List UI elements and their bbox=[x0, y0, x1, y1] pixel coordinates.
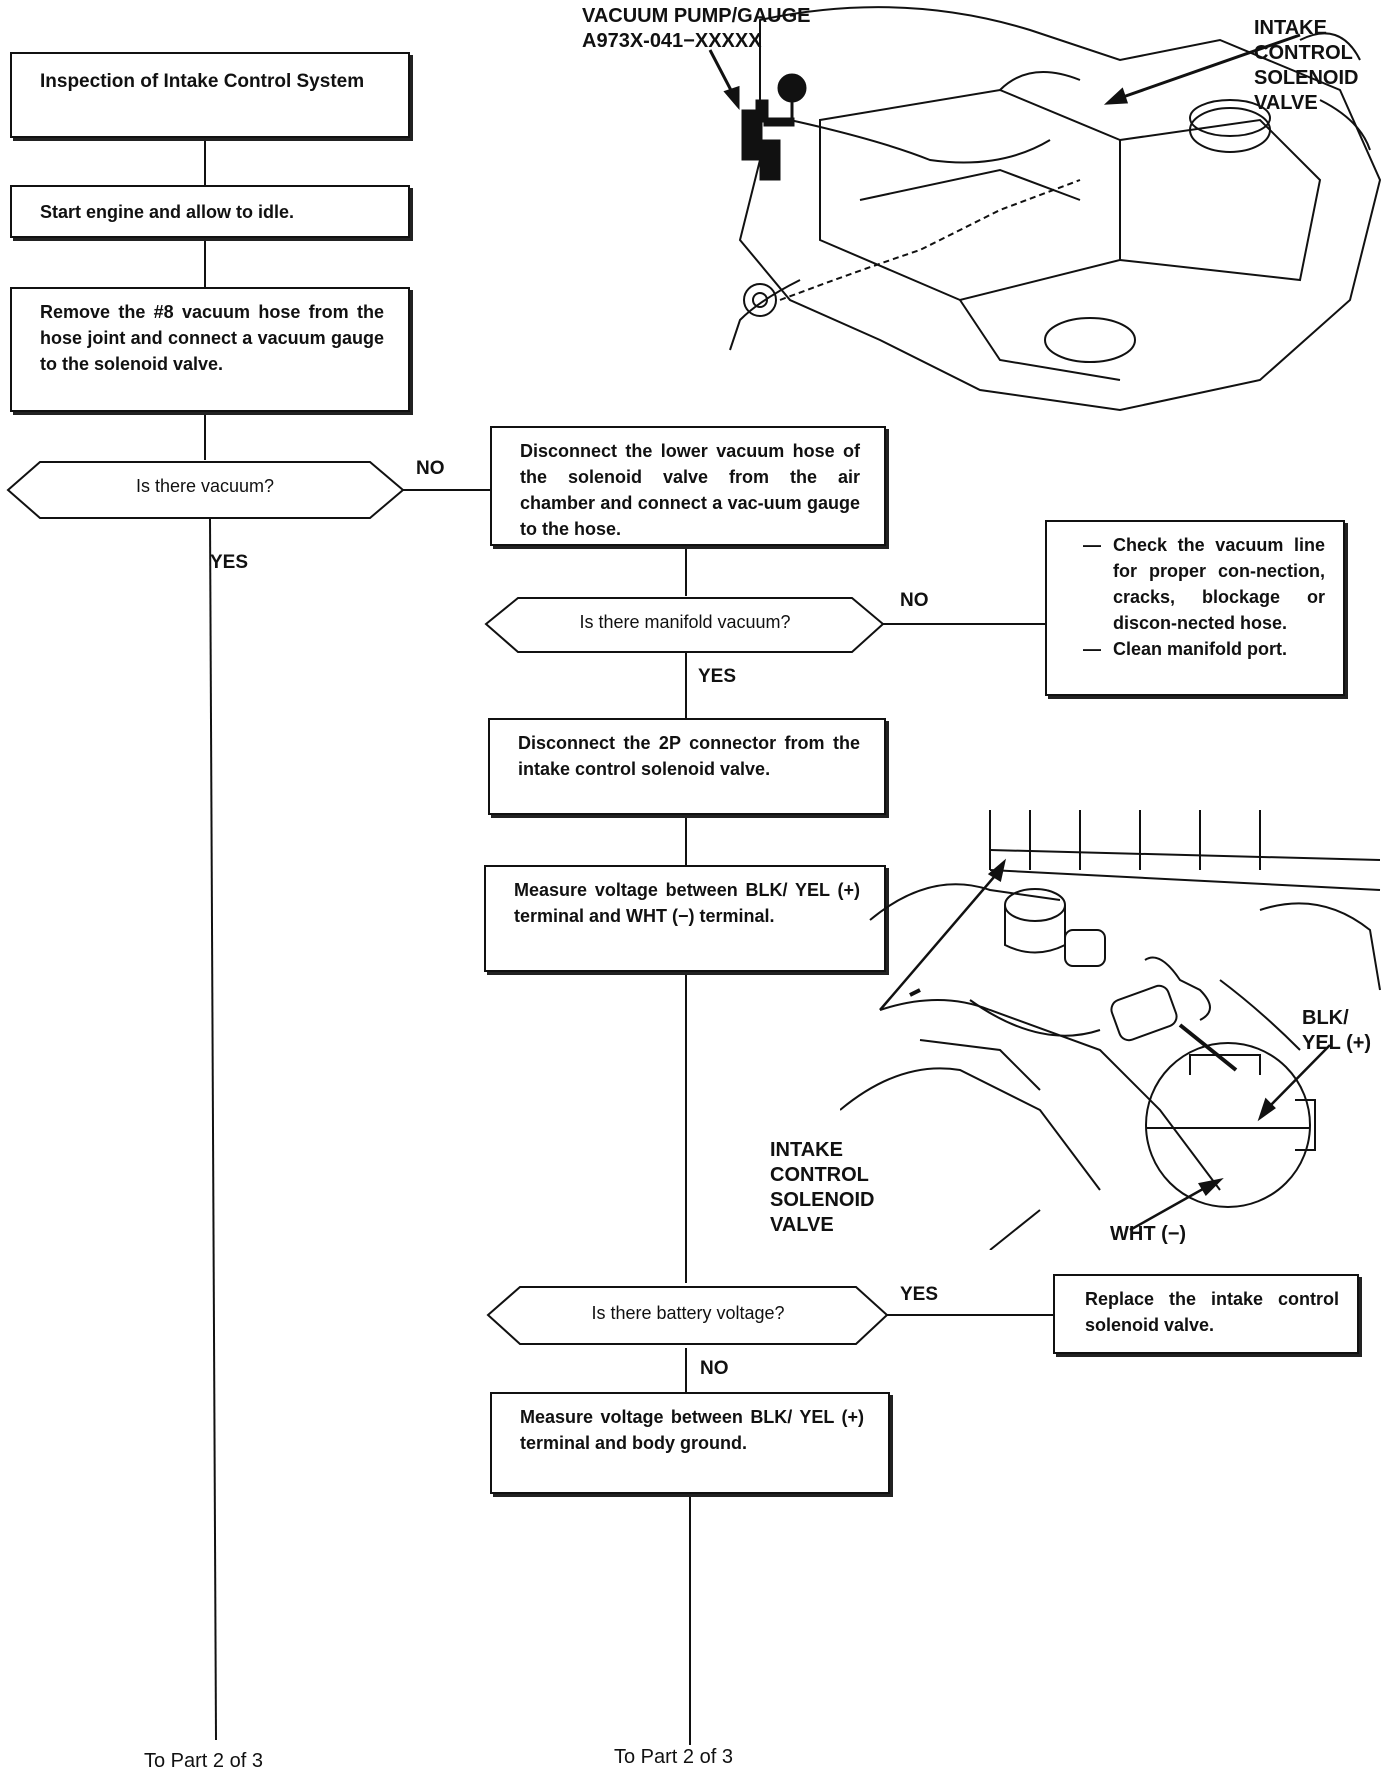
decision-manifold-vacuum: Is there manifold vacuum? bbox=[518, 612, 852, 633]
decision-vacuum-text: Is there vacuum? bbox=[135, 476, 275, 496]
start-box-text: Inspection of Intake Control System bbox=[40, 71, 365, 92]
label-no-vacuum: NO bbox=[416, 458, 445, 479]
label-yes-battery: YES bbox=[900, 1284, 939, 1305]
step-disconnect-2p-text: Disconnect the 2P connector from the int… bbox=[518, 733, 860, 779]
connector-illustration bbox=[840, 810, 1381, 1250]
step-disconnect-2p: Disconnect the 2P connector from the int… bbox=[488, 718, 886, 815]
callout-line: YEL (+) bbox=[1302, 1032, 1372, 1054]
callout-line: SOLENOID bbox=[770, 1189, 875, 1211]
check-item: Clean manifold port. bbox=[1083, 636, 1325, 662]
callout-blk-yel: BLK/ YEL (+) bbox=[1302, 1006, 1371, 1056]
step-remove-hose-text: Remove the #8 vacuum hose from the hose … bbox=[40, 302, 384, 374]
step-measure-voltage-ground-text: Measure voltage between BLK/ YEL (+) ter… bbox=[520, 1407, 864, 1453]
decision-vacuum: Is there vacuum? bbox=[40, 476, 370, 497]
label-no-battery: NO bbox=[700, 1358, 729, 1379]
callout-line: VALVE bbox=[770, 1214, 834, 1236]
decision-manifold-shape bbox=[484, 597, 885, 653]
callout-solenoid-top: INTAKE CONTROL SOLENOID VALVE bbox=[1254, 16, 1358, 116]
step-remove-hose: Remove the #8 vacuum hose from the hose … bbox=[10, 287, 410, 412]
step-disconnect-lower-hose-text: Disconnect the lower vacuum hose of the … bbox=[520, 441, 860, 539]
callout-line: INTAKE bbox=[1254, 17, 1327, 39]
decision-vacuum-shape bbox=[6, 461, 405, 519]
callout-pump-gauge-line1: VACUUM PUMP/GAUGE bbox=[582, 5, 811, 27]
engine-vacuum-illustration bbox=[708, 6, 1382, 412]
step-start-engine-text: Start engine and allow to idle. bbox=[40, 202, 295, 222]
callout-line: CONTROL bbox=[1254, 42, 1353, 64]
step-replace-valve-text: Replace the intake control solenoid valv… bbox=[1085, 1289, 1339, 1335]
decision-battery-voltage: Is there battery voltage? bbox=[520, 1303, 856, 1324]
check-list: Check the vacuum line for proper con-nec… bbox=[1083, 532, 1325, 662]
step-measure-voltage-terminal-text: Measure voltage between BLK/ YEL (+) ter… bbox=[514, 880, 860, 926]
callout-pump-gauge: VACUUM PUMP/GAUGE A973X-041−XXXXX bbox=[582, 4, 811, 54]
check-vacuum-line-box: Check the vacuum line for proper con-nec… bbox=[1045, 520, 1345, 696]
footer-left: To Part 2 of 3 bbox=[144, 1750, 263, 1772]
check-item: Check the vacuum line for proper con-nec… bbox=[1083, 532, 1325, 636]
step-measure-voltage-terminal: Measure voltage between BLK/ YEL (+) ter… bbox=[484, 865, 886, 972]
callout-wht: WHT (−) bbox=[1110, 1223, 1187, 1245]
step-measure-voltage-ground: Measure voltage between BLK/ YEL (+) ter… bbox=[490, 1392, 890, 1494]
callout-line: INTAKE bbox=[770, 1139, 843, 1161]
decision-battery-shape bbox=[486, 1286, 889, 1345]
callout-line: VALVE bbox=[1254, 92, 1318, 114]
callout-line: SOLENOID bbox=[1254, 67, 1359, 89]
label-yes-manifold: YES bbox=[698, 666, 737, 687]
callout-solenoid-bottom: INTAKE CONTROL SOLENOID VALVE bbox=[770, 1138, 874, 1238]
callout-line: CONTROL bbox=[770, 1164, 869, 1186]
decision-battery-voltage-text: Is there battery voltage? bbox=[591, 1303, 785, 1323]
step-start-engine: Start engine and allow to idle. bbox=[10, 185, 410, 238]
step-disconnect-lower-hose: Disconnect the lower vacuum hose of the … bbox=[490, 426, 886, 546]
decision-manifold-vacuum-text: Is there manifold vacuum? bbox=[579, 612, 791, 632]
label-no-manifold: NO bbox=[900, 590, 929, 611]
footer-right: To Part 2 of 3 bbox=[614, 1746, 733, 1768]
label-yes-vacuum: YES bbox=[210, 552, 249, 573]
step-replace-valve: Replace the intake control solenoid valv… bbox=[1053, 1274, 1359, 1354]
start-box: Inspection of Intake Control System bbox=[10, 52, 410, 138]
callout-pump-gauge-line2: A973X-041−XXXXX bbox=[582, 30, 762, 52]
callout-line: BLK/ bbox=[1302, 1007, 1349, 1029]
